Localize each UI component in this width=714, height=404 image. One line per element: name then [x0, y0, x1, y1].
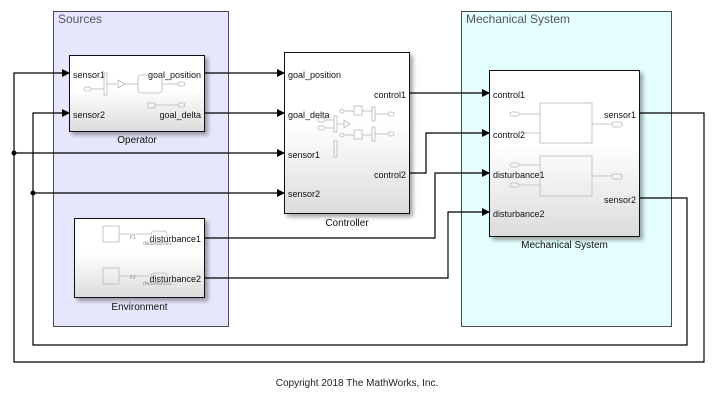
- controller-input-sensor1: sensor1: [288, 150, 321, 160]
- controller-input-goal-delta: goal_delta: [288, 110, 330, 120]
- operator-input-sensor1: sensor1: [73, 70, 106, 80]
- wire-disturbance1: [205, 169, 490, 239]
- controller-output-control1: control1: [373, 90, 406, 100]
- controller-output-control2: control2: [373, 170, 406, 180]
- environment-label: Environment: [111, 302, 168, 313]
- operator-block[interactable]: sensor1 sensor2 goal_position goal_delta: [69, 55, 205, 132]
- mech-output-sensor2: sensor2: [603, 195, 636, 205]
- sources-area-title: Sources: [58, 12, 103, 26]
- operator-output-goal-delta: goal_delta: [159, 110, 201, 120]
- copyright-footer: Copyright 2018 The MathWorks, Inc.: [275, 378, 439, 389]
- mech-output-sensor1: sensor1: [603, 110, 636, 120]
- wire-disturbance2: [205, 208, 490, 279]
- wire-control2: [410, 129, 490, 174]
- mech-input-disturbance1: disturbance1: [493, 170, 545, 180]
- env-inner-label-d1: disturbance1: [143, 241, 172, 247]
- mech-input-control1: control1: [493, 90, 526, 100]
- env-inner-label-f2: F2: [130, 275, 136, 281]
- mechanical-area-title: Mechanical System: [466, 12, 571, 26]
- controller-label: Controller: [325, 218, 369, 229]
- branch-point-sensor2: [30, 190, 36, 196]
- controller-input-goal-position: goal_position: [288, 70, 342, 80]
- controller-input-sensor2: sensor2: [288, 189, 321, 199]
- wire-sensor1-feedback: [13, 69, 705, 363]
- operator-output-goal-position: goal_position: [147, 70, 201, 80]
- operator-input-sensor2: sensor2: [73, 110, 106, 120]
- env-inner-label-f1: F1: [130, 235, 136, 241]
- wire-sensor2-feedback: [32, 109, 688, 346]
- mechanical-system-block[interactable]: control1 control2 disturbance1 disturban…: [489, 70, 640, 237]
- mech-input-control2: control2: [493, 130, 526, 140]
- env-inner-label-d2: disturbance2: [143, 281, 172, 287]
- environment-block[interactable]: disturbance1 disturbance2 F1 F2 disturba…: [74, 218, 205, 298]
- mech-input-disturbance2: disturbance2: [493, 209, 545, 219]
- environment-output-disturbance2: disturbance2: [149, 274, 201, 284]
- environment-output-disturbance1: disturbance1: [149, 234, 201, 244]
- operator-label: Operator: [117, 135, 157, 146]
- branch-point-sensor1: [11, 150, 17, 156]
- mechanical-system-label: Mechanical System: [521, 240, 608, 251]
